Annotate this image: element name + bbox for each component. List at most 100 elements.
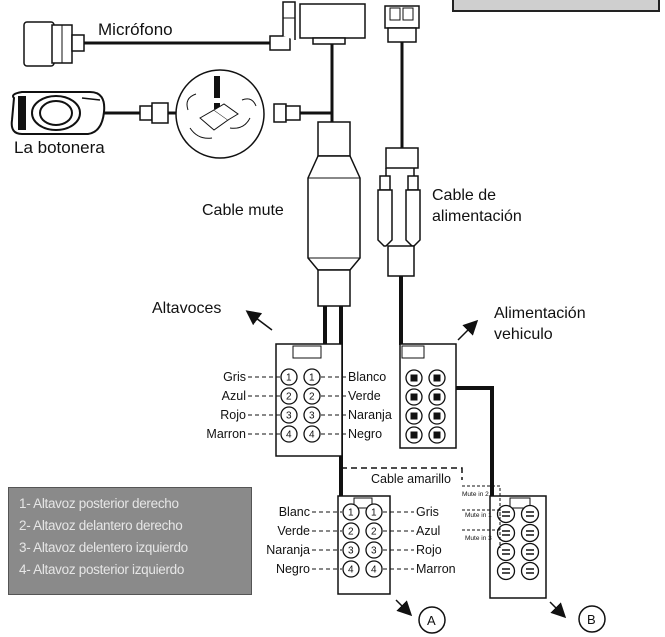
speakers-connector-pins: 1 1 2 2 3 3 4 4 — [280, 368, 321, 443]
pin-circle — [280, 368, 298, 386]
wire-label-right: Naranja — [348, 408, 392, 422]
mute-pin — [520, 523, 540, 543]
wire-label-right: Gris — [416, 505, 439, 519]
microphone-icon — [23, 21, 85, 67]
button-panel-label: La botonera — [14, 138, 105, 157]
power-pin-square — [433, 412, 441, 420]
power-cable-fuses — [377, 147, 421, 277]
legend-item: 4- Altavoz posterior izquierdo — [19, 562, 185, 577]
yellow-cable — [341, 467, 463, 480]
microphone-label: Micrófono — [98, 20, 173, 39]
wire-label-right: Marron — [416, 562, 456, 576]
power-plug-connector — [384, 5, 420, 43]
speakers-label: Altavoces — [152, 300, 221, 317]
pin-number: 4 — [348, 565, 354, 576]
vehicle-power-label-2: vehiculo — [494, 326, 553, 343]
wire-label-left: Negro — [276, 562, 310, 576]
wire-label-left: Rojo — [220, 408, 246, 422]
circle-a-label: A — [427, 613, 436, 628]
power-pin-square — [433, 431, 441, 439]
pin-circle — [365, 503, 383, 521]
wire-label-right: Azul — [416, 524, 440, 538]
power-pin-square — [433, 393, 441, 401]
power-pin-square — [433, 374, 441, 382]
mute-pin — [496, 561, 516, 581]
vehicle-power-label-1: Alimentación — [494, 305, 586, 322]
button-panel-plug — [139, 102, 169, 124]
pin-circle — [365, 541, 383, 559]
wire-label-left: Marron — [206, 427, 246, 441]
power-pin-square — [410, 374, 418, 382]
warning-connection-detail — [175, 69, 265, 159]
pin-number: 2 — [348, 527, 354, 538]
wire-label-left: Verde — [277, 524, 310, 538]
pin-number: 3 — [348, 546, 354, 557]
microphone-jack-icon — [269, 1, 296, 51]
legend-item: 1- Altavoz posterior derecho — [19, 496, 179, 511]
pin-circle — [280, 406, 298, 424]
wire-label-right: Blanco — [348, 370, 386, 384]
mute-in-2-label: Mute in 2 — [462, 491, 489, 498]
pin-circle — [342, 503, 360, 521]
pin-circle — [342, 522, 360, 540]
pin-number: 4 — [286, 430, 292, 441]
pin-number: 2 — [309, 392, 315, 403]
yellow-cable-label: Cable amarillo — [371, 472, 451, 486]
pin-circle — [303, 368, 321, 386]
pin-number: 1 — [286, 373, 292, 384]
wire-label-left: Naranja — [266, 543, 310, 557]
pin-number: 2 — [286, 392, 292, 403]
mute-in-3-label: Mute in 3 — [465, 535, 492, 542]
wire-label-right: Verde — [348, 389, 381, 403]
pin-number: 1 — [371, 508, 377, 519]
mute-in-1-label: Mute in 1 — [465, 512, 492, 519]
wire-label-right: Negro — [348, 427, 382, 441]
pin-number: 2 — [371, 527, 377, 538]
legend-item: 3- Altavoz delentero izquierdo — [19, 540, 188, 555]
speakers-wire-labels: GrisAzulRojoMarronBlancoVerdeNaranjaNegr… — [206, 370, 391, 441]
power-pin-square — [410, 393, 418, 401]
pin-circle — [342, 560, 360, 578]
pin-circle — [365, 522, 383, 540]
wire-label-right: Rojo — [416, 543, 442, 557]
power-pin-square — [410, 431, 418, 439]
mute-connector-pins — [496, 504, 540, 581]
legend: 1- Altavoz posterior derecho 2- Altavoz … — [8, 487, 252, 595]
main-plug-connector — [299, 3, 366, 45]
mute-pin — [496, 504, 516, 524]
pin-number: 3 — [309, 411, 315, 422]
pin-number: 4 — [309, 430, 315, 441]
pin-number: 3 — [371, 546, 377, 557]
pin-number: 4 — [371, 565, 377, 576]
pin-circle — [280, 387, 298, 405]
pin-number: 1 — [348, 508, 354, 519]
power-pin-square — [410, 412, 418, 420]
button-panel-icon — [10, 91, 106, 135]
pin-circle — [280, 425, 298, 443]
cable-mute-sleeve — [307, 121, 361, 307]
mute-pin — [496, 542, 516, 562]
mute-pin — [520, 561, 540, 581]
power-cable-label-1: Cable de — [432, 187, 496, 204]
pin-number: 3 — [286, 411, 292, 422]
legend-item: 2- Altavoz delantero derecho — [19, 518, 183, 533]
power-cable-label-2: alimentación — [432, 208, 522, 225]
circle-b-label: B — [587, 612, 596, 627]
corner-frame — [452, 0, 660, 12]
circle-a — [418, 606, 446, 634]
pin-circle — [303, 406, 321, 424]
vehicle-power-pins — [405, 369, 446, 444]
pin-circle — [365, 560, 383, 578]
mute-pin — [496, 523, 516, 543]
pin-number: 1 — [309, 373, 315, 384]
cable-mute-label: Cable mute — [202, 202, 284, 219]
pin-circle — [342, 541, 360, 559]
pin-circle — [303, 425, 321, 443]
wire-label-left: Azul — [222, 389, 246, 403]
bottom-connector-pins: 1 1 2 2 3 3 4 4 — [342, 503, 383, 578]
wire-label-left: Blanc — [279, 505, 310, 519]
mute-pin — [520, 542, 540, 562]
mute-plug-connector — [273, 103, 301, 123]
